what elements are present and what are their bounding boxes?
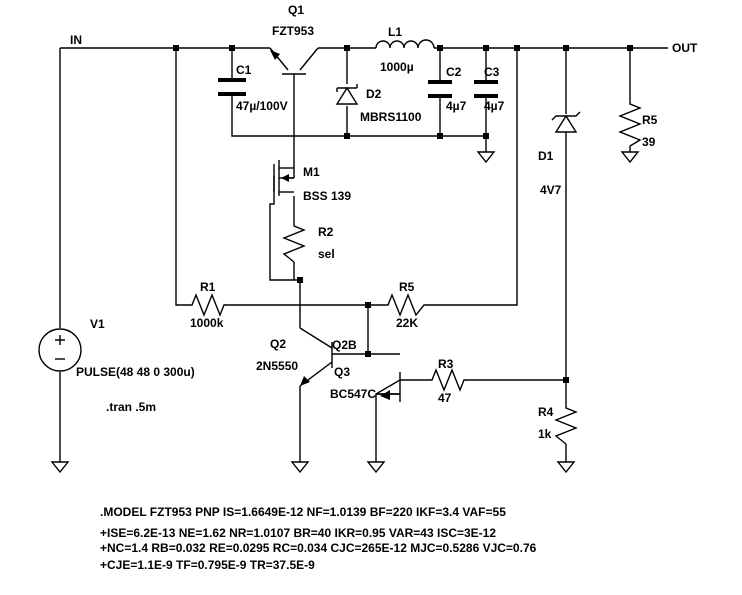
- m1-part: BSS 139: [303, 189, 351, 203]
- tran-directive: .tran .5m: [106, 400, 156, 414]
- ground-icon: [290, 461, 310, 474]
- c2-value: 4µ7: [446, 99, 467, 113]
- ground-icon: [366, 461, 386, 474]
- c1-value: 47µ/100V: [236, 99, 288, 113]
- ground-icon: [50, 461, 70, 474]
- v1-label: V1: [90, 317, 105, 331]
- q1-part: FZT953: [272, 24, 314, 38]
- component-labels: IN OUT Q1 FZT953 L1 1000µ C1 47µ/100V D2…: [70, 3, 698, 441]
- model-line: +NC=1.4 RB=0.032 RE=0.0295 RC=0.034 CJC=…: [100, 541, 537, 555]
- wires: [59, 47, 668, 462]
- q1-label: Q1: [288, 3, 304, 17]
- c1-capacitor-symbol: [218, 78, 246, 96]
- c3-capacitor-symbol: [474, 80, 498, 98]
- c2-label: C2: [446, 65, 462, 79]
- c3-value: 4µ7: [484, 99, 505, 113]
- r4-resistor-symbol: [554, 404, 578, 445]
- q2-label: Q2: [270, 337, 286, 351]
- q3-part: BC547C: [330, 387, 376, 401]
- r5-mid-label: R5: [399, 280, 415, 294]
- r5-top-label: R5: [642, 113, 658, 127]
- r5-mid-value: 22K: [396, 316, 418, 330]
- ground-icon: [556, 461, 576, 474]
- v1-value: PULSE(48 48 0 300u): [76, 365, 195, 379]
- model-line: +CJE=1.1E-9 TF=0.795E-9 TR=37.5E-9: [100, 558, 315, 572]
- c2-capacitor-symbol: [428, 80, 452, 98]
- m1-mosfet-symbol: [273, 160, 295, 196]
- r5-top-value: 39: [642, 135, 656, 149]
- r2-label: R2: [318, 225, 334, 239]
- q2-transistor-symbol: [299, 327, 333, 387]
- r1-resistor-symbol: [188, 293, 228, 317]
- q2-part: 2N5550: [256, 359, 298, 373]
- ground-icon: [476, 151, 496, 164]
- q3-transistor-symbol: [375, 372, 401, 402]
- l1-value: 1000µ: [380, 60, 414, 74]
- v1-source-symbol: [38, 328, 82, 372]
- r2-value: sel: [318, 247, 335, 261]
- r3-value: 47: [438, 391, 452, 405]
- model-line: +ISE=6.2E-13 NE=1.62 NR=1.0107 BR=40 IKR…: [100, 526, 496, 540]
- r2-resistor-symbol: [282, 222, 306, 263]
- r3-resistor-symbol: [428, 368, 468, 392]
- q1-transistor-symbol: [269, 47, 319, 75]
- r1-label: R1: [200, 280, 216, 294]
- r4-value: 1k: [538, 427, 552, 441]
- net-label-out: OUT: [672, 41, 698, 55]
- l1-inductor-symbol: [375, 39, 435, 49]
- r3-label: R3: [438, 357, 454, 371]
- r5-top-resistor-symbol: [618, 96, 642, 147]
- m1-label: M1: [303, 165, 320, 179]
- r4-label: R4: [538, 405, 554, 419]
- d2-label: D2: [366, 87, 382, 101]
- d1-label: D1: [538, 149, 554, 163]
- d1-value: 4V7: [540, 183, 562, 197]
- d1-zener-symbol: [551, 111, 581, 133]
- d2-diode-symbol: [335, 84, 359, 105]
- l1-label: L1: [388, 25, 402, 39]
- ground-icon: [620, 151, 640, 164]
- r5-mid-resistor-symbol: [384, 293, 430, 317]
- d2-part: MBRS1100: [360, 110, 422, 124]
- r1-value: 1000k: [190, 316, 224, 330]
- c1-label: C1: [236, 63, 252, 77]
- net-label-in: IN: [70, 33, 82, 47]
- q2b-net-label: Q2B: [332, 338, 357, 352]
- c3-label: C3: [484, 65, 500, 79]
- q3-label: Q3: [334, 365, 350, 379]
- spice-model-directive: .MODEL FZT953 PNP IS=1.6649E-12 NF=1.013…: [100, 505, 537, 572]
- junction-dots: [173, 45, 633, 383]
- model-line: .MODEL FZT953 PNP IS=1.6649E-12 NF=1.013…: [100, 505, 506, 519]
